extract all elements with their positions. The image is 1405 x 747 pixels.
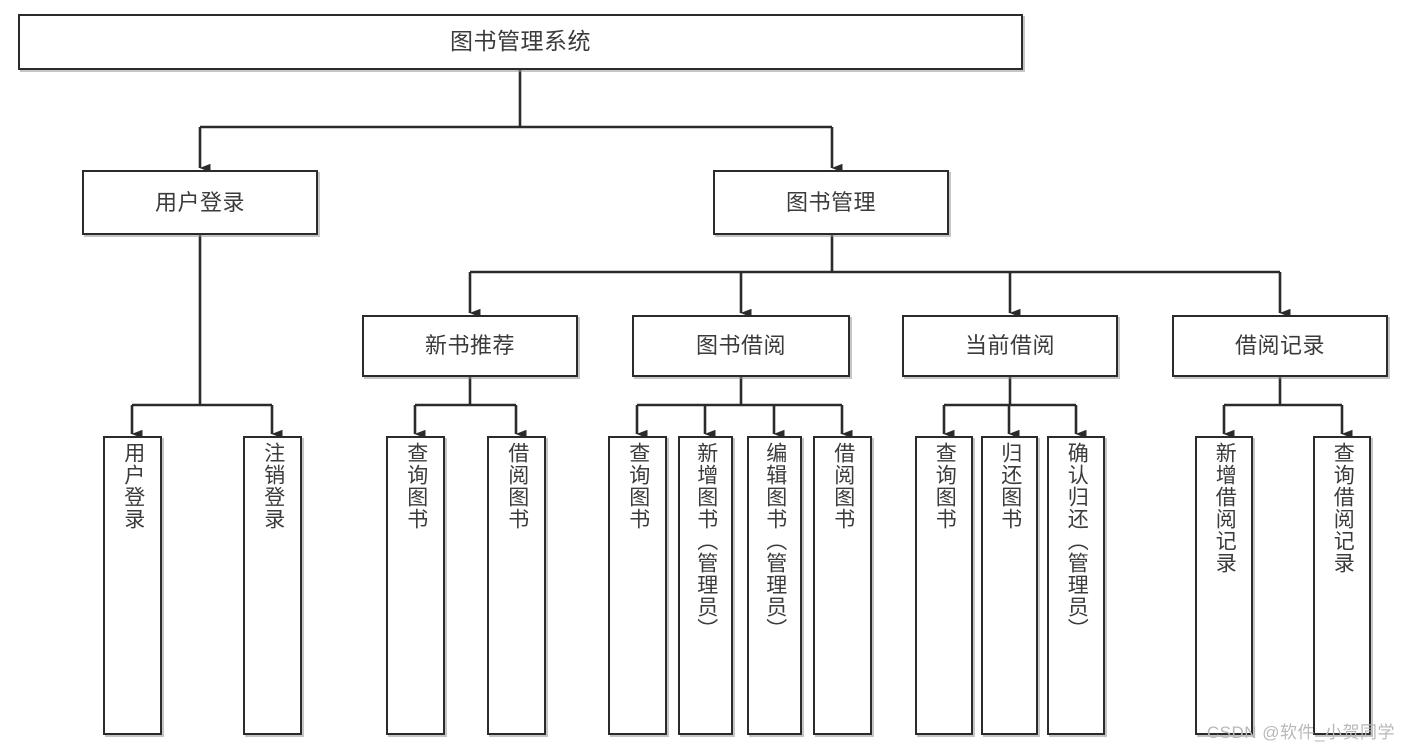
node-label: 借阅图书 [505,442,529,530]
node-leaf-confirm-return-admin[interactable]: 确认归还（管理员） [1047,436,1105,735]
node-borrow-record[interactable]: 借阅记录 [1172,315,1388,377]
node-label: 借阅图书 [831,442,855,530]
node-label: 用户登录 [154,189,245,215]
node-label: 图书管理系统 [450,28,591,55]
node-label: 编辑图书（管理员） [763,442,787,640]
node-label: 图书管理 [785,189,876,215]
node-book-borrow[interactable]: 图书借阅 [632,315,850,377]
node-leaf-logout[interactable]: 注销登录 [243,436,302,735]
csdn-watermark: CSDN @软件_小贺同学 [1206,723,1395,742]
node-leaf-borrow-book-borrow[interactable]: 借阅图书 [813,436,872,735]
node-leaf-query-borrow-record[interactable]: 查询借阅记录 [1313,436,1371,735]
node-book-management[interactable]: 图书管理 [713,170,949,235]
node-label: 新书推荐 [424,333,515,359]
node-label: 新增图书（管理员） [694,442,718,640]
node-leaf-borrow-book-recommend[interactable]: 借阅图书 [487,436,546,735]
node-label: 查询借阅记录 [1331,442,1355,574]
node-label: 查询图书 [626,442,650,530]
node-label: 图书借阅 [695,333,786,359]
node-leaf-add-book-admin[interactable]: 新增图书（管理员） [678,436,733,735]
node-label: 确认归还（管理员） [1065,442,1089,640]
node-label: 查询图书 [933,442,957,530]
node-new-book-recommendation[interactable]: 新书推荐 [362,315,578,377]
node-label: 当前借阅 [964,333,1055,359]
node-leaf-add-borrow-record[interactable]: 新增借阅记录 [1195,436,1253,735]
node-leaf-edit-book-admin[interactable]: 编辑图书（管理员） [747,436,802,735]
node-leaf-user-login[interactable]: 用户登录 [103,436,162,735]
node-leaf-query-book-current[interactable]: 查询图书 [915,436,973,735]
node-label: 新增借阅记录 [1213,442,1237,574]
node-label: 归还图书 [998,442,1022,530]
node-label: 借阅记录 [1234,333,1325,359]
node-label: 用户登录 [121,442,145,530]
node-root-book-management-system[interactable]: 图书管理系统 [18,14,1023,70]
node-user-login[interactable]: 用户登录 [82,170,318,235]
node-label: 查询图书 [404,442,428,530]
node-leaf-return-book[interactable]: 归还图书 [981,436,1038,735]
node-leaf-query-book-recommend[interactable]: 查询图书 [386,436,445,735]
node-leaf-query-book-borrow[interactable]: 查询图书 [608,436,667,735]
node-label: 注销登录 [261,442,285,530]
node-current-borrow[interactable]: 当前借阅 [902,315,1118,377]
